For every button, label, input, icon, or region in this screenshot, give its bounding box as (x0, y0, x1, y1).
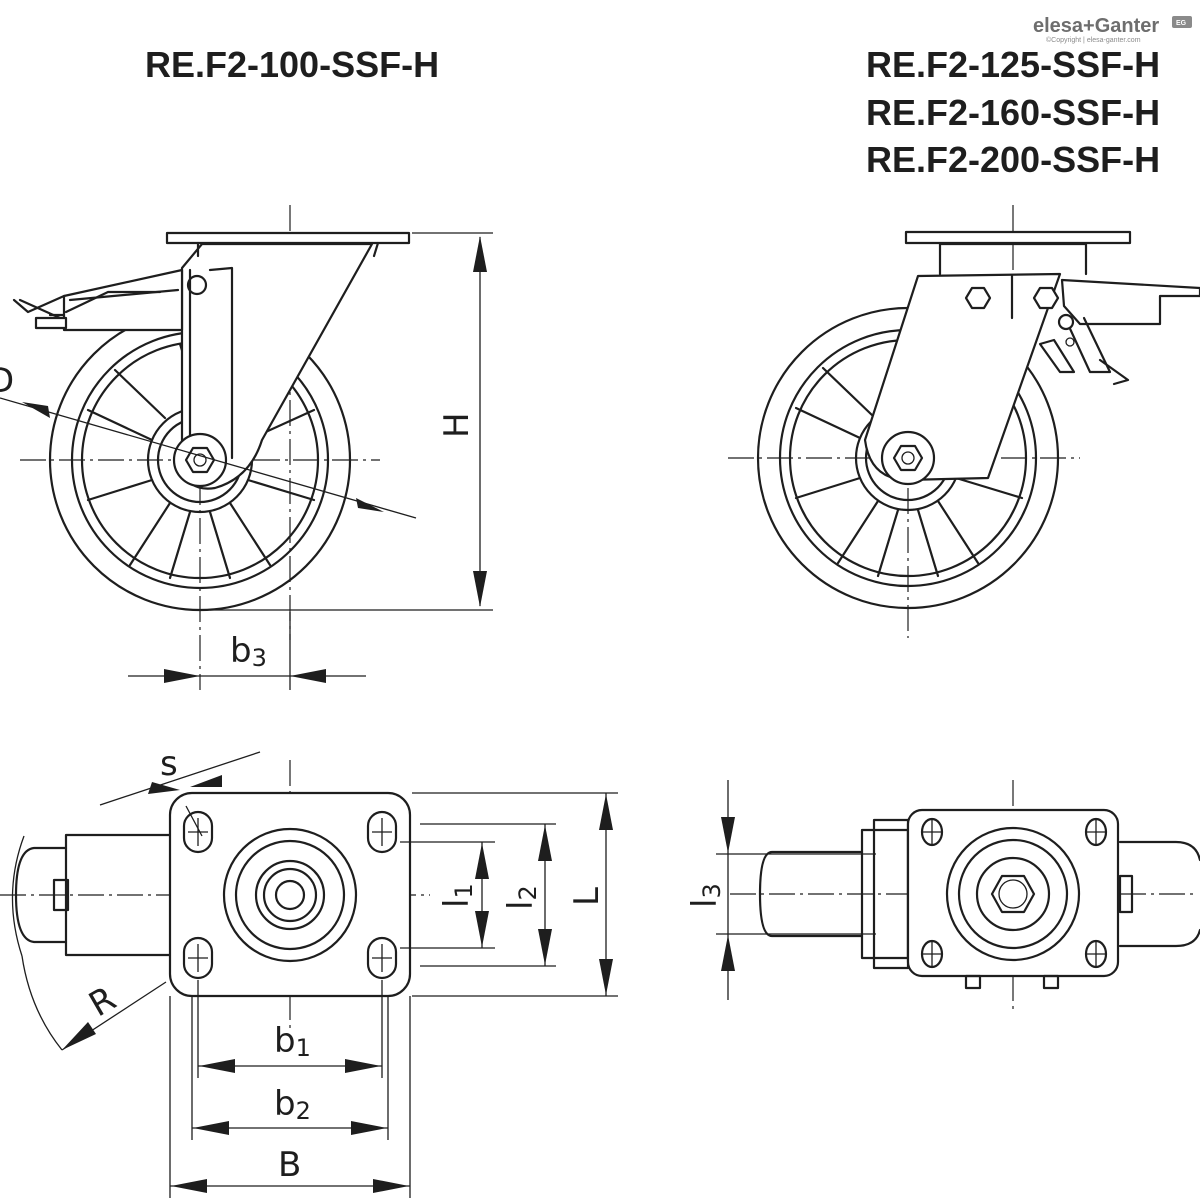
dim-b2-label: b2 (274, 1084, 311, 1125)
mounting-slots (182, 810, 398, 980)
dim-b3-label: b3 (230, 631, 267, 672)
brand-logo: elesa+Ganter ©Copyright | elesa-ganter.c… (1033, 15, 1192, 44)
title-left: RE.F2-100-SSF-H (145, 44, 439, 85)
top-view-125-200: l3 (685, 780, 1200, 1010)
dim-L-label: L (567, 887, 607, 906)
dim-b1-label: b1 (274, 1021, 311, 1062)
fork-bolt-icon (1032, 286, 1060, 310)
brake-lever (1060, 278, 1200, 326)
pivot-hole (186, 274, 208, 296)
dim-R-label: R (82, 979, 122, 1025)
brand-badge-text: EG (1176, 20, 1187, 27)
axle-nut-icon (184, 446, 216, 474)
copyright-text: ©Copyright | elesa-ganter.com (1046, 36, 1141, 44)
side-view-125-200 (728, 205, 1200, 638)
top-plate (165, 231, 411, 245)
dim-D-label: D (0, 361, 14, 401)
brake-housing (62, 268, 184, 332)
brand-name: elesa+Ganter (1033, 15, 1159, 37)
king-pin-nut-icon (990, 874, 1036, 914)
mounting-plate (168, 791, 412, 998)
center-hole (274, 879, 306, 911)
dim-l3-label: l3 (685, 883, 726, 908)
fork-bolt-icon (964, 286, 992, 310)
top-view-100: s R l1 l2 L b1 (0, 744, 618, 1198)
title-right-2: RE.F2-160-SSF-H (866, 92, 1160, 133)
side-view-100: D H b3 (0, 205, 493, 690)
dim-B-label: B (278, 1145, 301, 1185)
dim-s-label: s (160, 744, 178, 784)
fork-body (863, 272, 1062, 482)
swivel-bearing (222, 827, 358, 963)
dim-l2-label: l2 (501, 885, 542, 910)
dim-H-label: H (437, 412, 477, 438)
top-plate (904, 230, 1132, 245)
dim-l1-label: l1 (437, 883, 478, 908)
title-right-3: RE.F2-200-SSF-H (866, 139, 1160, 180)
swivel-bearing (945, 826, 1081, 962)
brand-badge-icon (1172, 16, 1192, 28)
axle-nut-icon (892, 444, 924, 472)
title-right-1: RE.F2-125-SSF-H (866, 44, 1160, 85)
